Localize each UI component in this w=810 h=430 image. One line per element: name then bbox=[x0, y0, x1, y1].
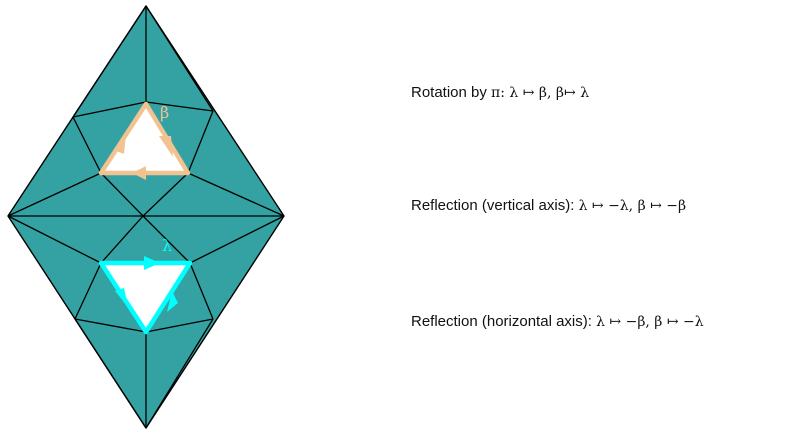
horizontal-reflection-caption: Reflection (horizontal axis): λ ↦ −β, β … bbox=[411, 313, 704, 331]
lambda-arrowhead-right bbox=[167, 291, 178, 312]
rotation-caption: Rotation by π: λ ↦ β, β↦ λ bbox=[411, 84, 589, 102]
rotation-caption-text: Rotation by bbox=[411, 84, 492, 101]
lambda-arrowhead-top bbox=[144, 256, 160, 270]
vertical-reflection-caption-formula: λ ↦ −λ, β ↦ −β bbox=[578, 198, 687, 214]
horizontal-reflection-caption-formula: λ ↦ −β, β ↦ −λ bbox=[596, 314, 704, 330]
horizontal-reflection-caption-text: Reflection (horizontal axis): bbox=[411, 313, 597, 330]
bottom-hole bbox=[101, 263, 190, 332]
beta-arrowhead-right bbox=[159, 136, 173, 157]
vertical-reflection-caption-text: Reflection (vertical axis): bbox=[411, 197, 579, 214]
lambda-loop: λ bbox=[98, 236, 193, 335]
beta-arrowhead-left bbox=[114, 134, 126, 154]
top-hole bbox=[101, 104, 188, 173]
beta-label: β bbox=[160, 103, 169, 122]
lambda-arrowhead-left bbox=[115, 288, 128, 307]
lambda-label: λ bbox=[162, 236, 172, 255]
beta-loop: β bbox=[98, 101, 191, 180]
vertical-reflection-caption: Reflection (vertical axis): λ ↦ −λ, β ↦ … bbox=[411, 197, 686, 215]
rotation-caption-formula: π: λ ↦ β, β↦ λ bbox=[491, 85, 590, 101]
triangulation-edges bbox=[7, 5, 285, 429]
beta-arrowhead-bottom bbox=[132, 166, 146, 180]
triangulated-rhombus-diagram: β λ bbox=[7, 5, 285, 429]
